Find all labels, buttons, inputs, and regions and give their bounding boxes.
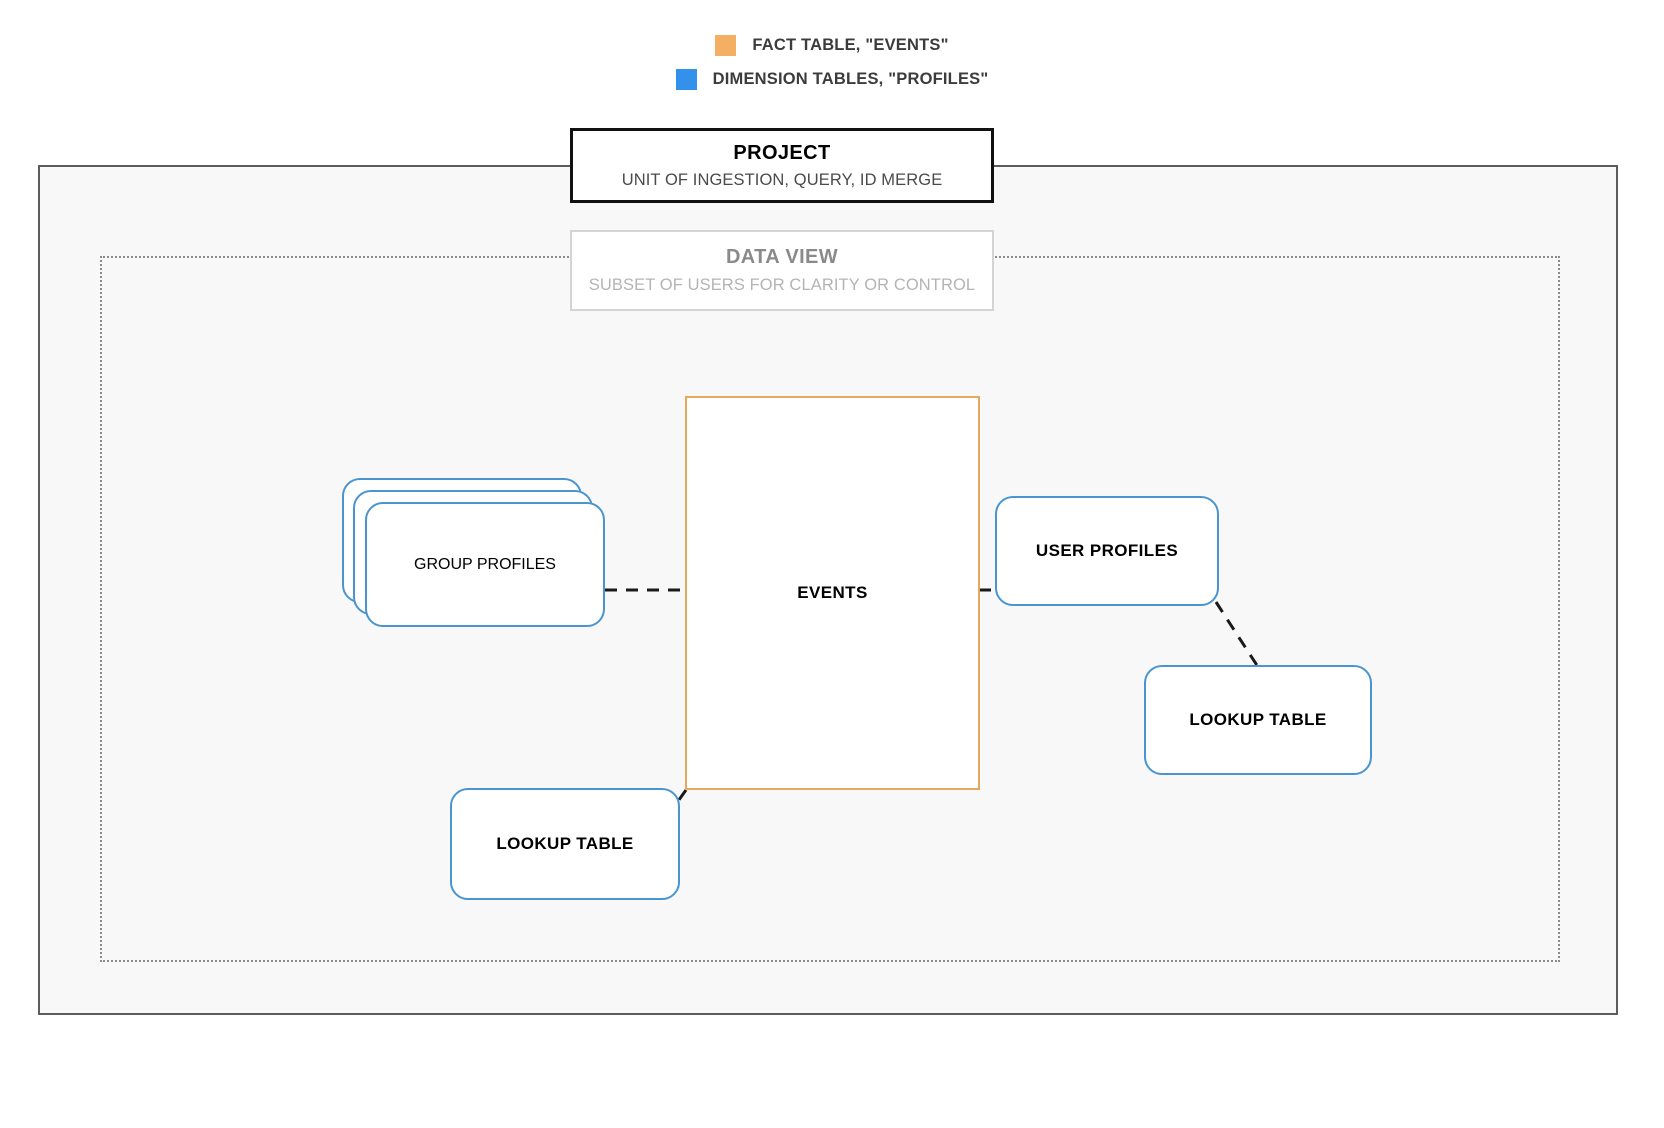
lookup-table-right[interactable]: LOOKUP TABLE: [1144, 665, 1372, 775]
legend-label-fact: FACT TABLE, "EVENTS": [752, 35, 949, 54]
fact-table-events[interactable]: EVENTS: [685, 396, 980, 790]
dimension-table-user-profiles[interactable]: USER PROFILES: [995, 496, 1219, 606]
legend-row-fact: FACT TABLE, "EVENTS": [0, 28, 1664, 62]
lookup-table-left-label: LOOKUP TABLE: [496, 834, 634, 853]
data-view-title: DATA VIEW: [725, 246, 839, 268]
fact-table-events-label: EVENTS: [797, 583, 868, 602]
dimension-table-group-profiles[interactable]: GROUP PROFILES: [342, 478, 628, 653]
legend-label-dimension: DIMENSION TABLES, "PROFILES": [712, 69, 989, 88]
legend-row-dimension: DIMENSION TABLES, "PROFILES": [0, 62, 1664, 96]
legend: FACT TABLE, "EVENTS" DIMENSION TABLES, "…: [0, 28, 1664, 96]
project-title-card: PROJECT UNIT OF INGESTION, QUERY, ID MER…: [570, 128, 994, 203]
data-view-title-card: DATA VIEW SUBSET OF USERS FOR CLARITY OR…: [570, 230, 994, 311]
lookup-table-right-label: LOOKUP TABLE: [1189, 710, 1327, 729]
lookup-table-left[interactable]: LOOKUP TABLE: [450, 788, 680, 900]
data-view-subtitle: SUBSET OF USERS FOR CLARITY OR CONTROL: [588, 276, 976, 294]
user-profiles-label: USER PROFILES: [1035, 541, 1179, 560]
project-title: PROJECT: [733, 141, 831, 164]
square-swatch-icon-dimension: [675, 68, 697, 90]
group-profiles-label: GROUP PROFILES: [414, 555, 556, 573]
square-swatch-icon-fact: [715, 34, 737, 56]
group-profiles-card-front[interactable]: GROUP PROFILES: [365, 502, 605, 627]
project-subtitle: UNIT OF INGESTION, QUERY, ID MERGE: [621, 170, 943, 189]
